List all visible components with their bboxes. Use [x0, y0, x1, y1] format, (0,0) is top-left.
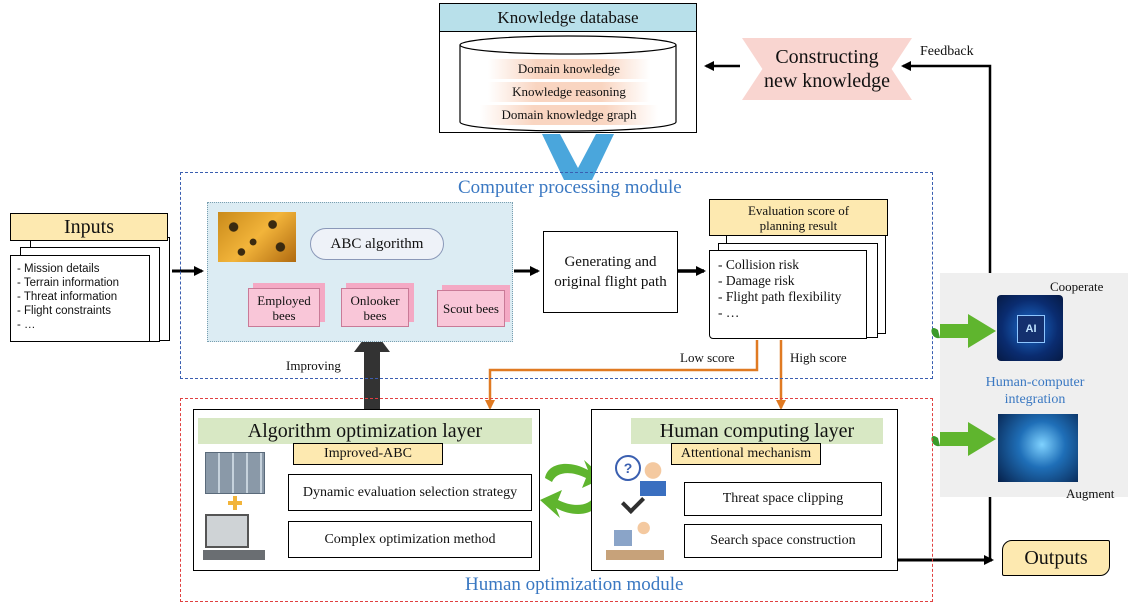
generating-line1: Generating and [564, 254, 657, 270]
input-item: - … [17, 319, 36, 331]
input-item: - Threat information [17, 291, 118, 303]
outputs-box: Outputs [1002, 540, 1110, 576]
low-score-arrow [485, 340, 759, 410]
eval-item: - … [718, 305, 740, 320]
algo-item: Dynamic evaluation selection strategy [288, 474, 532, 511]
human-item: Search space construction [684, 524, 882, 558]
eval-title-line1: Evaluation score of [747, 202, 850, 218]
inputs-list: - Mission details - Terrain information … [10, 255, 150, 342]
inputs-title: Inputs [10, 213, 168, 241]
cooperate-arrow [931, 314, 996, 348]
human-optimization-module [180, 398, 933, 602]
ai-chip-label: AI [1017, 315, 1045, 343]
improving-label: Improving [286, 358, 341, 373]
onlooker-bees-box: Onlooker bees [341, 288, 409, 327]
generating-box: Generating and original flight path [543, 231, 678, 313]
abc-algorithm-cloud: ABC algorithm [310, 228, 444, 260]
knowledge-item: Knowledge reasoning [488, 82, 650, 102]
question-bubble-icon: ? [615, 455, 641, 481]
constructing-line1: Constructing [775, 46, 879, 68]
cycle-arrows [540, 460, 604, 518]
evaluation-title: Evaluation score of planning result [709, 199, 888, 236]
person-icon [640, 462, 666, 496]
evaluation-list: - Collision risk - Damage risk - Flight … [709, 250, 867, 339]
brain-image [998, 414, 1078, 482]
desk-worker-icon [606, 520, 664, 560]
hci-line1: Human-computer [985, 375, 1085, 390]
bee-image [218, 212, 296, 262]
computer-icon [205, 514, 249, 548]
ai-chip-image: AI [997, 295, 1063, 361]
augment-label: Augment [1066, 486, 1115, 501]
computer-module-title: Computer processing module [458, 177, 682, 198]
constructing-label: Constructing new knowledge [752, 40, 902, 98]
human-module-title: Human optimization module [465, 574, 684, 595]
computer-base-icon [203, 550, 265, 560]
high-score-label: High score [790, 350, 847, 365]
human-layer-title: Human computing layer [631, 418, 883, 444]
eval-item: - Collision risk [718, 257, 800, 272]
algo-layer-title: Algorithm optimization layer [198, 418, 532, 444]
input-item: - Mission details [17, 263, 100, 275]
eval-title-line2: planning result [759, 217, 838, 233]
constructing-knowledge [742, 38, 912, 100]
feedback-label: Feedback [920, 44, 974, 59]
plus-icon [228, 496, 242, 510]
human-item: Threat space clipping [684, 482, 882, 516]
human-layer-subtitle: Attentional mechanism [671, 443, 821, 465]
cylinder-shape [459, 35, 677, 132]
employed-bees-box: Employed bees [248, 288, 320, 327]
augment-arrow [931, 422, 996, 456]
cooperate-label: Cooperate [1050, 279, 1104, 294]
scout-bees-box: Scout bees [437, 290, 505, 327]
knowledge-item: Domain knowledge [488, 59, 650, 79]
algo-layer-subtitle: Improved-ABC [293, 443, 443, 465]
hci-label: Human-computer integration [960, 374, 1110, 408]
constructing-line2: new knowledge [763, 70, 891, 92]
server-icon [205, 452, 265, 494]
db-to-module-chevron [542, 134, 614, 180]
input-item: - Terrain information [17, 277, 120, 289]
computer-processing-module [180, 172, 933, 379]
hci-line2: integration [1004, 392, 1066, 407]
eval-item: - Flight path flexibility [718, 289, 842, 304]
input-item: - Flight constraints [17, 305, 111, 317]
eval-item: - Damage risk [718, 273, 795, 288]
algo-item: Complex optimization method [288, 521, 532, 558]
generating-line2: original flight path [554, 274, 667, 290]
knowledge-db-title: Knowledge database [440, 4, 696, 32]
low-score-label: Low score [680, 350, 735, 365]
knowledge-item: Domain knowledge graph [480, 105, 658, 125]
knowledge-database: Knowledge database Domain knowledge Know… [439, 3, 697, 133]
